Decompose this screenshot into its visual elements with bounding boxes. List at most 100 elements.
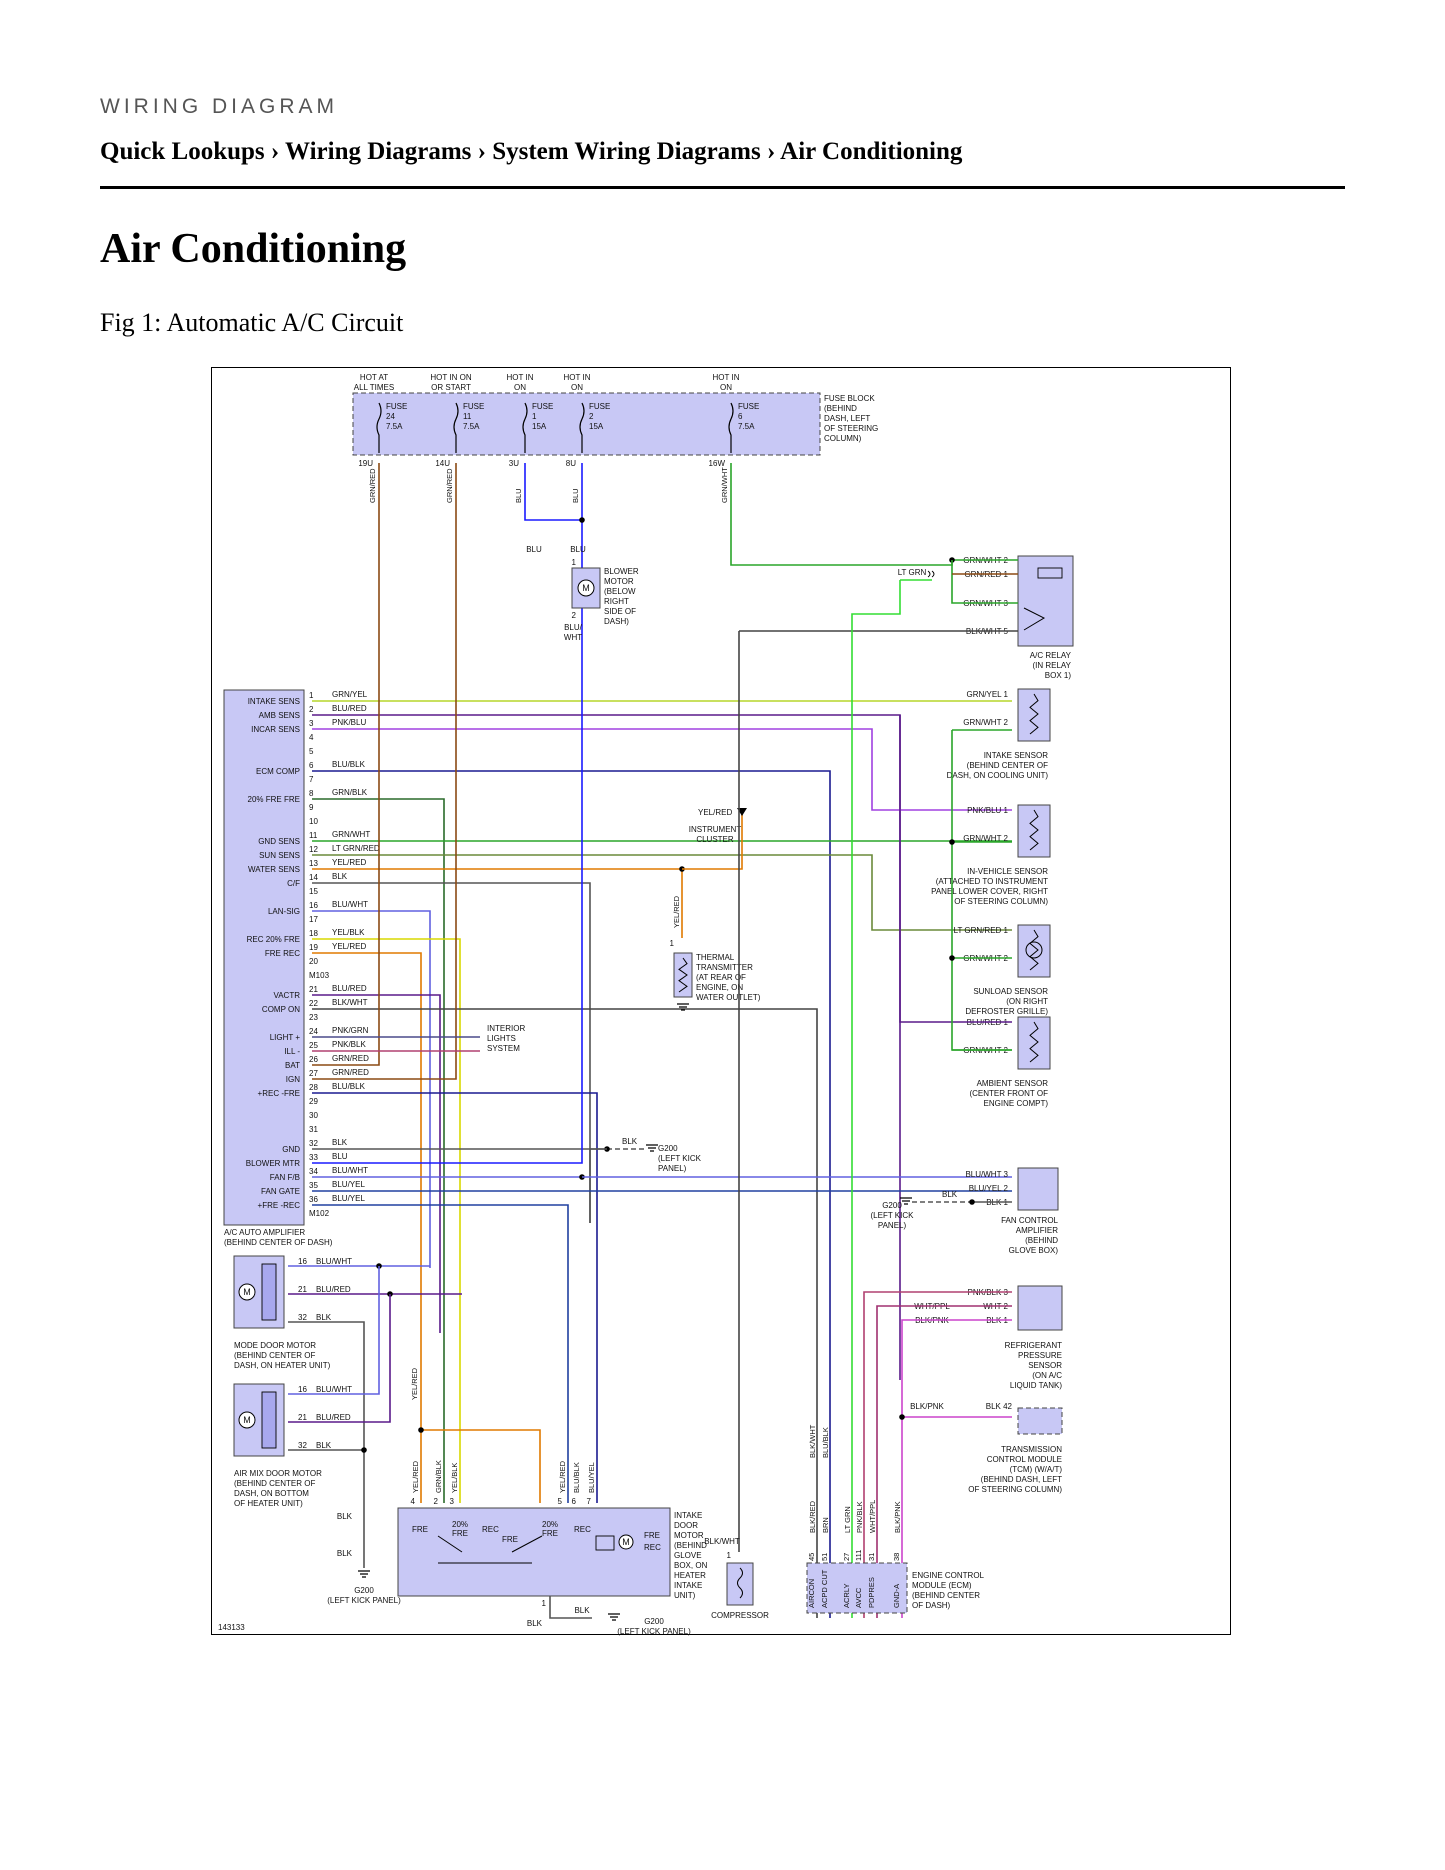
fuse-symbol [522, 402, 528, 453]
amp-pin-number: 21 [309, 985, 318, 994]
ecm-pin-number: 31 [867, 1553, 876, 1561]
door-motor-wire: BLK [316, 1441, 332, 1450]
fuse-wire-label: GRN/RED [368, 468, 377, 503]
amp-wire-label: BLU/BLK [332, 760, 366, 769]
fuse-wire-label: GRN/WHT [720, 467, 729, 503]
amp-function-label: VACTR [273, 991, 300, 1000]
door-motor-label: (BEHIND CENTER OF [234, 1479, 315, 1488]
amp-pin-number: 30 [309, 1111, 318, 1120]
splice-dot [418, 1427, 424, 1433]
intake-pin: 7 [587, 1497, 592, 1506]
splice-dot [949, 839, 955, 845]
amp-wire-label: YEL/RED [332, 942, 366, 951]
fuse-terminal: 19U [358, 459, 373, 468]
sensor-box [1017, 804, 1051, 858]
thermal-transmitter-box [673, 952, 693, 998]
fan-control-label: (BEHIND [1025, 1236, 1058, 1245]
ecm-label: MODULE (ECM) [912, 1581, 972, 1590]
ecm-function-label: AIRCON [807, 1579, 816, 1608]
amp-pin-number: 22 [309, 999, 318, 1008]
diagram-label: M [622, 1537, 630, 1547]
diagram-label: BLK/PNK [910, 1402, 944, 1411]
fan-ground-label: (LEFT KICK [871, 1211, 915, 1220]
fan-control-label: GLOVE BOX) [1009, 1246, 1059, 1255]
fuse-hot-label: HOT IN [564, 373, 591, 382]
page-title: Air Conditioning [100, 226, 407, 272]
refrigerant-sensor-label: SENSOR [1028, 1361, 1062, 1370]
amp-pin-number: 1 [309, 691, 314, 700]
instrument-cluster-label: INSTRUMENT [689, 825, 742, 834]
diagram-label: YEL/RED [698, 808, 732, 817]
ac-relay-label: A/C RELAY [1030, 651, 1072, 660]
tcm-label: OF STEERING COLUMN) [968, 1485, 1062, 1494]
air-mix-ground-label: G200 [354, 1586, 374, 1595]
fuse-block-label: OF STEERING [824, 424, 878, 433]
wire-bluwht-16 [312, 910, 431, 1268]
amp-function-label: GND SENS [258, 837, 300, 846]
wire-blk-cf [312, 882, 591, 1223]
sensor-box [1017, 688, 1051, 742]
fuse-label: FUSE [738, 402, 759, 411]
amp-function-label: INCAR SENS [251, 725, 300, 734]
door-motor-pin: 21 [298, 1285, 307, 1294]
diagram-label: FRE [412, 1525, 428, 1534]
diagram-label: YEL/RED [672, 895, 681, 928]
diagram-label: REC [644, 1543, 661, 1552]
blower-motor-label: BLOWER [604, 567, 639, 576]
amp-pin-number: 11 [309, 831, 318, 840]
diagram-label: BLK [527, 1619, 543, 1628]
thermal-transmitter-label: (AT REAR OF [696, 973, 746, 982]
g200-mid-label: (LEFT KICK [658, 1154, 702, 1163]
amp-function-label: AMB SENS [259, 711, 300, 720]
door-motor-label: OF HEATER UNIT) [234, 1499, 303, 1508]
door-motor-pin: 16 [298, 1385, 307, 1394]
intake-door-motor-label: GLOVE [674, 1551, 702, 1560]
intake-door-motor-box [397, 1507, 671, 1597]
diagram-label: REC [482, 1525, 499, 1534]
amp-function-label: +REC -FRE [258, 1089, 300, 1098]
intake-wire-label: YEL/RED [411, 1460, 420, 1493]
diagram-label: LT GRN [898, 568, 927, 577]
wire-pnkblk-ref [863, 1291, 1012, 1618]
diagram-label: 1 [727, 1551, 732, 1560]
fuse-hot-label: ON [514, 383, 526, 392]
fuse-terminal: 8U [566, 459, 576, 468]
wire-relay-grnwht [951, 560, 1018, 604]
diagram-label: BLU [526, 545, 542, 554]
amp-function-label: ECM COMP [256, 767, 300, 776]
fuse-label: 7.5A [738, 422, 755, 431]
tcm-label: CONTROL MODULE [987, 1455, 1062, 1464]
sensor-label: IN-VEHICLE SENSOR [967, 867, 1048, 876]
amp-wire-label: PNK/BLU [332, 718, 366, 727]
blower-motor-label: MOTOR [604, 577, 634, 586]
diagram-label: 1 [670, 939, 675, 948]
amp-label: (BEHIND CENTER OF DASH) [224, 1238, 333, 1247]
amp-pin-number: 26 [309, 1055, 318, 1064]
door-motor-label: AIR MIX DOOR MOTOR [234, 1469, 322, 1478]
amp-pin-number: 9 [309, 803, 314, 812]
intake-pin: 2 [434, 1497, 439, 1506]
amp-pin-number: 33 [309, 1153, 318, 1162]
ecm-function-label: GND-A [892, 1584, 901, 1608]
refrigerant-sensor-label: (ON A/C [1032, 1371, 1062, 1380]
wire-fuse6-grnwht [730, 463, 1018, 566]
ac-relay-label: (IN RELAY [1032, 661, 1071, 670]
amp-wire-label: GRN/RED [332, 1068, 369, 1077]
breadcrumb[interactable]: Quick Lookups › Wiring Diagrams › System… [100, 138, 963, 165]
wire-blu-blower [312, 688, 583, 1164]
amp-pin-number: 35 [309, 1181, 318, 1190]
amp-wire-label: GRN/YEL [332, 690, 368, 699]
sensor-pin-label: GRN/YEL 1 [967, 690, 1009, 699]
amp-wire-label: YEL/BLK [332, 928, 365, 937]
ecm-label: (BEHIND CENTER [912, 1591, 980, 1600]
amp-wire-label: GRN/WHT [332, 830, 370, 839]
refrigerant-sensor-box [1017, 1285, 1063, 1331]
wire-bluyel-36 [312, 1204, 569, 1503]
intake-switch [437, 1535, 543, 1564]
compressor-clutch-coil [737, 1567, 743, 1599]
wire-blublk-ecm [312, 770, 831, 1618]
diagram-label: 1 [542, 1599, 547, 1608]
fuse-block-label: COLUMN) [824, 434, 862, 443]
diagram-label: 1 [572, 558, 577, 567]
amp-function-label: IGN [286, 1075, 300, 1084]
